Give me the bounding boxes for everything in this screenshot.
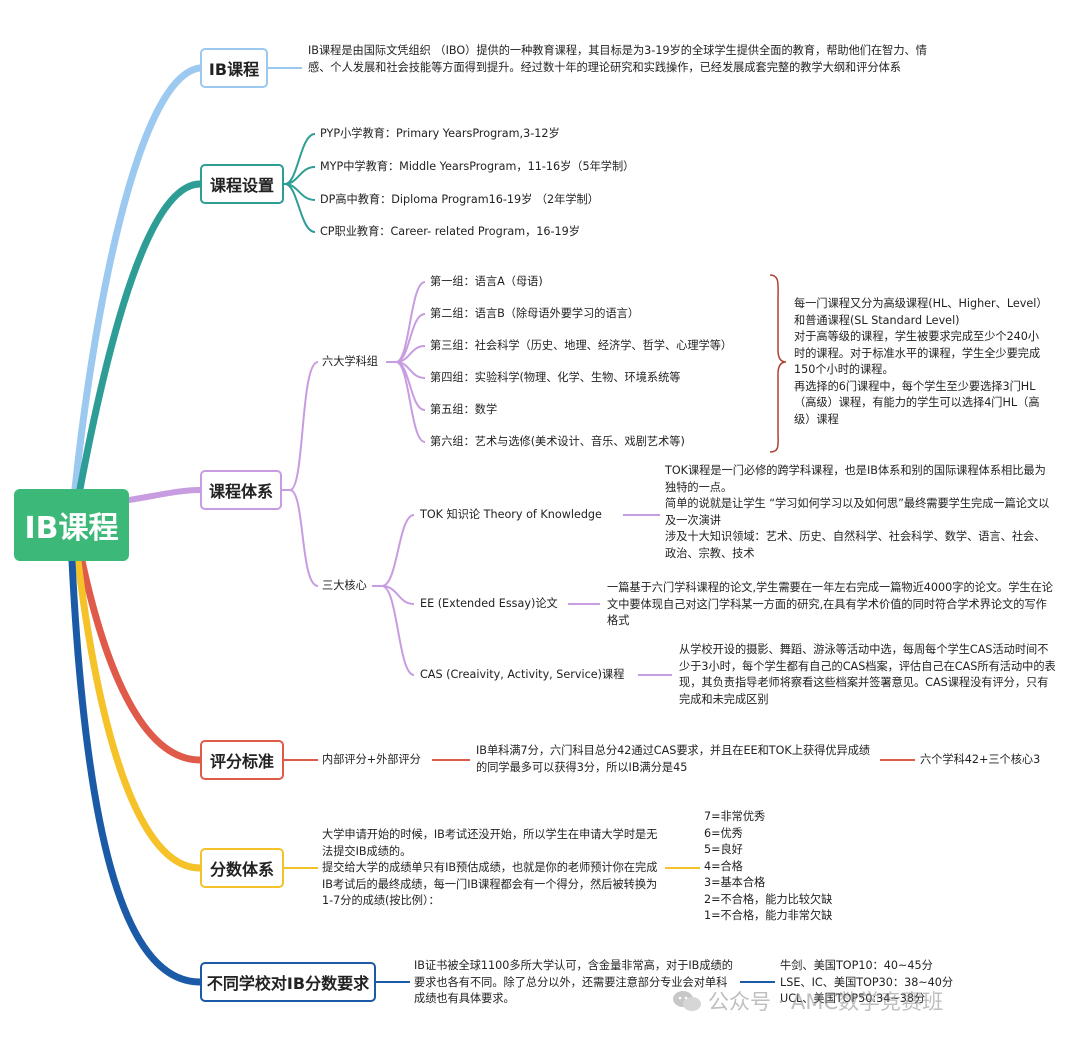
- setup-item-pyp: PYP小学教育：Primary YearsProgram,3-12岁: [320, 127, 560, 140]
- wechat-icon: [672, 989, 702, 1013]
- requirement-item: UCL、美国TOP50:34~38分: [780, 992, 926, 1005]
- score-scale-item: 5=良好: [704, 843, 743, 856]
- topic-score-system[interactable]: 分数体系: [200, 848, 284, 888]
- score-scale-item: 4=合格: [704, 859, 743, 873]
- core-cas: CAS (Creaivity, Activity, Service)课程: [420, 668, 625, 681]
- score-scale-item: 2=不合格，能力比较欠缺: [704, 892, 833, 906]
- score-scale-item: 6=优秀: [704, 826, 743, 840]
- topic-course-system[interactable]: 课程体系: [200, 470, 282, 510]
- group-1: 第一组：语言A（母语): [430, 275, 543, 288]
- watermark: 公众号 · AMC数学竞赛班: [672, 986, 943, 1016]
- core-tok: TOK 知识论 Theory of Knowledge: [420, 508, 602, 521]
- group-5: 第五组：数学: [430, 403, 498, 416]
- level-note: 每一门课程又分为高级课程(HL、Higher、Level）和普通课程(SL St…: [794, 297, 1048, 426]
- score-scale-list: 7=非常优秀 6=优秀 5=良好 4=合格 3=基本合格 2=不合格，能力比较欠…: [704, 809, 832, 925]
- topic-grading-standard[interactable]: 评分标准: [200, 740, 284, 780]
- core-ee: EE (Extended Essay)论文: [420, 597, 558, 610]
- group-4: 第四组：实验科学(物理、化学、生物、环境系统等: [430, 371, 681, 384]
- cas-description: 从学校开设的摄影、舞蹈、游泳等活动中选，每周每个学生CAS活动时间不少于3小时，…: [679, 643, 1056, 706]
- group-2: 第二组：语言B（除母语外要学习的语言）: [430, 307, 640, 320]
- topic-ib-course[interactable]: IB课程: [200, 48, 268, 88]
- ib-course-description: IB课程是由国际文凭组织 （IBO）提供的一种教育课程，其目标是为3-19岁的全…: [308, 44, 927, 74]
- requirements-description: IB证书被全球1100多所大学认可，含金量非常高，对于IB成绩的要求也各有不同。…: [414, 959, 733, 1005]
- requirements-list: 牛剑、美国TOP10：40~45分 LSE、IC、美国TOP30：38~40分 …: [780, 958, 953, 1008]
- group-6: 第六组：艺术与选修(美术设计、音乐、戏剧艺术等): [430, 435, 685, 448]
- score-scale-item: 7=非常优秀: [704, 810, 766, 823]
- score-scale-item: 3=基本合格: [704, 876, 766, 889]
- ee-description: 一篇基于六门学科课程的论文,学生需要在一年左右完成一篇物近4000字的论文。学生…: [607, 581, 1053, 627]
- grading-label: 内部评分+外部评分: [322, 753, 421, 766]
- requirement-item: LSE、IC、美国TOP30：38~40分: [780, 975, 954, 989]
- topic-school-requirements[interactable]: 不同学校对IB分数要求: [200, 962, 376, 1002]
- setup-item-dp: DP高中教育：Diploma Program16-19岁 （2年学制）: [320, 193, 599, 206]
- score-scale-item: 1=不合格，能力非常欠缺: [704, 909, 833, 922]
- watermark-text: 公众号 · AMC数学竞赛班: [708, 990, 944, 1014]
- tok-description: TOK课程是一门必修的跨学科课程，也是IB体系和别的国际课程体系相比最为独特的一…: [665, 464, 1050, 560]
- requirement-item: 牛剑、美国TOP10：40~45分: [780, 959, 933, 972]
- grading-sum: 六个学科42+三个核心3: [920, 753, 1041, 766]
- group-3: 第三组：社会科学（历史、地理、经济学、哲学、心理学等）: [430, 339, 733, 352]
- root-topic[interactable]: IB课程: [14, 489, 129, 561]
- score-system-description: 大学申请开始的时候，IB考试还没开始，所以学生在申请大学时是无法提交IB成绩的。…: [322, 828, 658, 907]
- six-groups-label: 六大学科组: [322, 355, 378, 368]
- setup-item-myp: MYP中学教育：Middle YearsProgram，11-16岁（5年学制）: [320, 160, 635, 173]
- setup-item-cp: CP职业教育：Career- related Program，16-19岁: [320, 225, 580, 238]
- topic-course-setup[interactable]: 课程设置: [200, 164, 284, 204]
- grading-description: IB单科满7分，六门科目总分42通过CAS要求，并且在EE和TOK上获得优异成绩…: [476, 744, 871, 774]
- three-cores-label: 三大核心: [322, 579, 367, 592]
